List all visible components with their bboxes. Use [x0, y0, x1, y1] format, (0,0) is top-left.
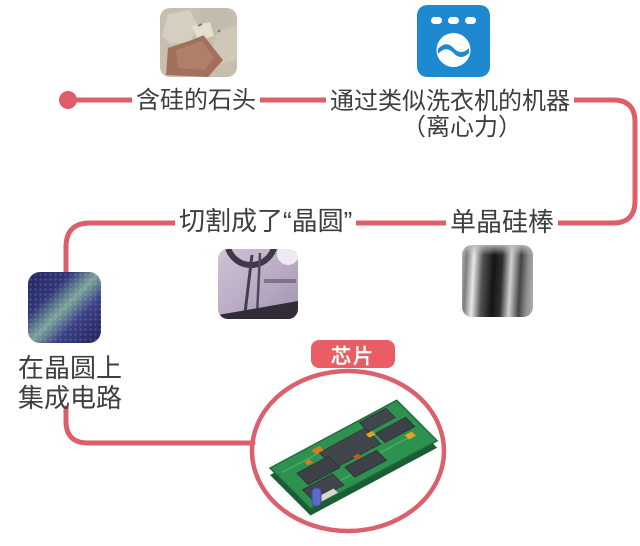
label-integrated-circuit: 集成电路 [18, 383, 123, 413]
wafer-slicing-image [218, 249, 298, 319]
label-centrifugal-force: （离心力） [398, 114, 526, 142]
washing-machine-icon [417, 5, 490, 77]
label-on-wafer: 在晶圆上 [18, 353, 123, 383]
chip-callout-badge: 芯片 [311, 340, 395, 368]
wafer-slicing-art [218, 249, 298, 319]
chip-highlight-circle [249, 368, 447, 534]
label-silicon-rocks: 含硅的石头 [132, 87, 260, 115]
label-chip: 芯片 [331, 345, 375, 368]
washing-machine-art [417, 5, 490, 77]
label-washing-machine: 通过类似洗衣机的机器 [326, 88, 574, 116]
silicon-ingot-image [462, 245, 533, 317]
patterned-wafer-image [28, 272, 101, 343]
silicon-rocks-image [160, 8, 237, 77]
flow-line-main [63, 97, 638, 275]
label-silicon-ingot: 单晶硅棒 [446, 208, 559, 238]
flow-line-to-chip [63, 405, 256, 446]
label-cut-into-wafers: 切割成了“晶圆” [175, 207, 357, 237]
flow-start-dot-icon [59, 91, 77, 109]
silicon-rocks-art [160, 8, 237, 77]
circuit-board-art [268, 399, 439, 516]
circuit-board-3d-image [250, 370, 450, 530]
